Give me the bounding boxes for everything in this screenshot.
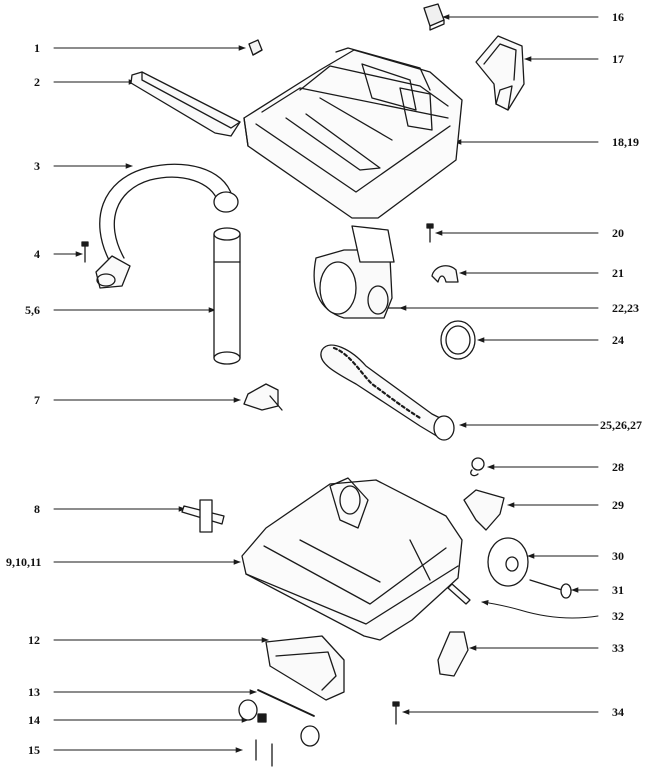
leader-lines-left — [53, 45, 269, 753]
label-part-13: 13 — [28, 685, 40, 699]
part-13-rod — [257, 689, 315, 717]
label-part-16: 16 — [612, 10, 624, 24]
label-part-14: 14 — [28, 713, 40, 727]
part-17-bracket — [475, 35, 525, 111]
part-33-bracket — [437, 631, 469, 677]
label-part-31: 31 — [612, 583, 624, 597]
leader-lines-right — [399, 14, 599, 715]
label-part-4: 4 — [34, 247, 40, 261]
part-28-clip — [470, 457, 485, 477]
part-20-screw — [426, 223, 434, 243]
motor-housing — [313, 225, 403, 319]
part-12-block — [265, 635, 345, 701]
part-18-19-hood — [243, 47, 463, 219]
label-part-22-23: 22,23 — [612, 301, 639, 315]
part-8-cross — [181, 499, 225, 533]
label-part-34: 34 — [612, 705, 624, 719]
label-part-9-10-11: 9,10,11 — [6, 555, 42, 569]
label-part-17: 17 — [612, 52, 624, 66]
part-32-pin — [447, 583, 471, 605]
label-part-33: 33 — [612, 641, 624, 655]
label-part-15: 15 — [28, 743, 40, 757]
part-3-hose — [95, 163, 239, 289]
part-34-screw — [392, 701, 400, 725]
label-part-21: 21 — [612, 266, 624, 280]
label-part-18-19: 18,19 — [612, 135, 639, 149]
part-31-axle — [529, 579, 572, 599]
part-29-latch — [463, 489, 505, 531]
part-21-bracket — [431, 265, 459, 283]
part-2-strip — [130, 71, 241, 137]
part-16-clip — [423, 3, 445, 31]
part-4-screw — [81, 241, 89, 263]
label-part-32: 32 — [612, 609, 624, 623]
part-7-clip — [243, 383, 283, 411]
label-part-1: 1 — [34, 41, 40, 55]
part-15-screws — [255, 739, 273, 767]
label-part-25-26-27: 25,26,27 — [600, 418, 642, 432]
part-5-6-tube — [213, 227, 241, 365]
label-part-12: 12 — [28, 633, 40, 647]
label-part-8: 8 — [34, 502, 40, 516]
part-9-10-11-base — [241, 477, 463, 641]
label-part-5-6: 5,6 — [25, 303, 40, 317]
part-1-clip — [248, 39, 263, 56]
label-part-20: 20 — [612, 226, 624, 240]
label-part-7: 7 — [34, 393, 40, 407]
label-part-24: 24 — [612, 333, 624, 347]
label-part-3: 3 — [34, 159, 40, 173]
label-part-29: 29 — [612, 498, 624, 512]
part-30-wheel — [487, 537, 529, 587]
label-part-30: 30 — [612, 549, 624, 563]
brush-roll — [320, 344, 455, 441]
label-part-28: 28 — [612, 460, 624, 474]
label-part-2: 2 — [34, 75, 40, 89]
part-24-belt — [440, 320, 476, 360]
part-14-wheels — [238, 699, 320, 747]
